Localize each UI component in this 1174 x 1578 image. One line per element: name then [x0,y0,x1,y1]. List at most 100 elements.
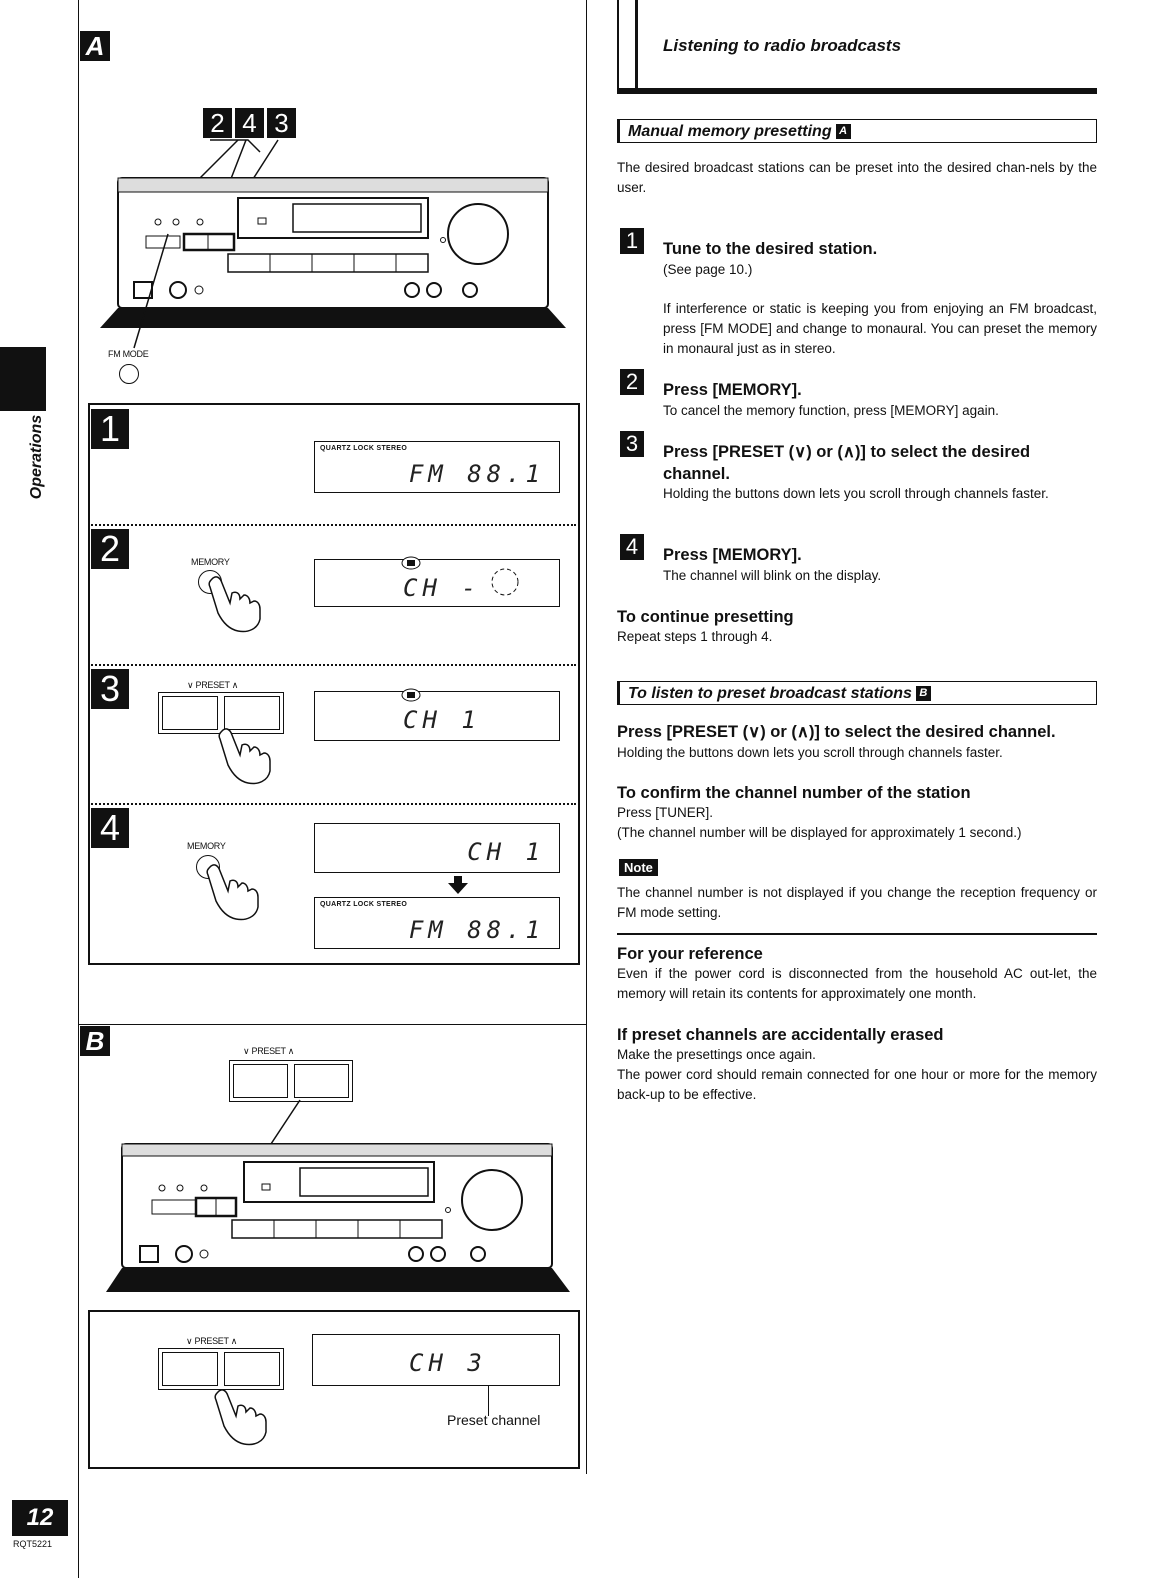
note-text: The channel number is not displayed if y… [617,885,1097,920]
page-number: 12 [12,1500,68,1536]
manual-tag: A [835,124,851,140]
listen-tag: B [915,686,931,702]
side-tab-bar [0,347,46,411]
step-4-sub: The channel will blink on the display. [663,568,882,583]
step-3-title: Press [PRESET (∨) or (∧)] to select the … [663,443,1031,483]
step-1-number: 1 [91,409,129,449]
section-a-b-divider [78,1024,587,1025]
intro-text: The desired broadcast stations can be pr… [617,160,1097,195]
lcd-text: FM 88.1 [408,460,545,488]
preset-channel-label: Preset channel [447,1412,541,1428]
step-3-preset-buttons[interactable] [158,692,284,734]
preset-panel-b: ∨ PRESET ∧ CH 3 Preset channel [88,1310,580,1469]
receiver-illustration-b [106,1099,570,1292]
step-1-icon: 1 [620,228,644,254]
lcd-text: CH 1 [467,838,545,866]
step-2-number: 2 [91,529,129,569]
left-border [78,0,79,1578]
step-separator-1 [88,524,576,526]
side-tab-label: Operations [28,414,45,500]
confirm-line-1: Press [TUNER]. [617,805,714,820]
title-bar-left-2 [617,0,619,93]
step-4-lcd-2: QUARTZ LOCK STEREO FM 88.1 [314,897,560,949]
column-divider [586,0,587,1025]
fm-mode-label: FM MODE [108,349,149,359]
erased-line-1: Make the presettings once again. [617,1047,816,1062]
continue-text: Repeat steps 1 through 4. [617,629,773,644]
reference-title: For your reference [617,945,763,963]
section-b-tag: B [80,1026,110,1056]
fm-mode-button[interactable] [119,364,139,384]
column-divider-lower [586,1024,587,1474]
step-4-title: Press [MEMORY]. [663,546,802,564]
press-preset-title: Press [PRESET (∨) or (∧)] to select the … [617,723,1056,741]
callout-2: 2 [203,108,232,138]
b-preset-label: ∨ PRESET ∧ [243,1046,295,1056]
preset-up-button[interactable] [294,1064,349,1098]
step-1-lcd: QUARTZ LOCK STEREO FM 88.1 [314,441,560,493]
step-3-icon: 3 [620,431,644,457]
step-4-icon: 4 [620,534,644,560]
callout-3: 3 [267,108,296,138]
b-panel-preset-label: ∨ PRESET ∧ [186,1336,238,1346]
step-1-title: Tune to the desired station. [663,240,878,258]
title-bar-left [635,0,638,93]
preset-down-button[interactable] [162,696,218,730]
lcd-text: CH 1 [403,706,481,734]
preset-up-button[interactable] [224,696,280,730]
title-underline [617,88,1097,94]
memory-indicator-icon [401,688,421,702]
section-a-tag: A [80,31,110,61]
lcd-caption: QUARTZ LOCK STEREO [320,445,408,452]
confirm-title: To confirm the channel number of the sta… [617,784,971,802]
memory-indicator-icon [401,556,421,570]
preset-channel-pointer [488,1386,489,1416]
hand-icon [206,864,259,921]
hand-icon [208,576,261,633]
step-4-number: 4 [91,808,129,848]
reference-text: Even if the power cord is disconnected f… [617,966,1097,1001]
press-preset-text: Holding the buttons down lets you scroll… [617,745,1003,760]
step-4-memory-label: MEMORY [187,841,226,851]
reference-divider [617,933,1097,935]
b-lcd: CH 3 [312,1334,560,1386]
manual-presetting-title: Manual memory presetting [628,123,832,140]
step-3-preset-label: ∨ PRESET ∧ [187,680,239,690]
callout-4: 4 [235,108,264,138]
step-3-lcd: CH 1 [314,688,560,741]
confirm-line-2: (The channel number will be displayed fo… [617,825,1022,840]
lcd-text: CH 3 [409,1349,487,1377]
page-title: Listening to radio broadcasts [663,36,902,55]
preset-down-button[interactable] [233,1064,288,1098]
document-code: RQT5221 [13,1539,53,1549]
step-2-lcd: CH - [314,556,560,607]
step-2-icon: 2 [620,369,644,395]
preset-up-button[interactable] [224,1352,280,1386]
step-2-memory-label: MEMORY [191,557,230,567]
blink-indicator-icon [491,568,519,596]
b-preset-buttons[interactable] [229,1060,353,1102]
step-4-lcd: CH 1 [314,823,560,873]
listen-title: To listen to preset broadcast stations [628,685,912,702]
steps-panel-a: 1 QUARTZ LOCK STEREO FM 88.1 2 MEMORY CH… [88,403,580,965]
step-separator-3 [88,803,576,805]
erased-title: If preset channels are accidentally eras… [617,1026,944,1044]
continue-title: To continue presetting [617,608,794,626]
preset-down-button[interactable] [162,1352,218,1386]
callout-numbers: 2 4 3 [203,108,296,138]
step-2-title: Press [MEMORY]. [663,381,802,399]
step-separator-2 [88,664,576,666]
receiver-illustration-a [100,139,566,349]
arrow-down-icon [448,876,468,894]
step-2-sub: To cancel the memory function, press [ME… [663,403,999,418]
note-label: Note [619,859,658,876]
lcd-caption: QUARTZ LOCK STEREO [320,901,408,908]
lcd-text: FM 88.1 [408,916,545,944]
hand-icon [218,728,271,785]
step-1-extra: If interference or static is keeping you… [663,301,1097,356]
b-panel-preset-buttons[interactable] [158,1348,284,1390]
step-3-sub: Holding the buttons down lets you scroll… [663,486,1049,501]
hand-icon [214,1389,267,1446]
